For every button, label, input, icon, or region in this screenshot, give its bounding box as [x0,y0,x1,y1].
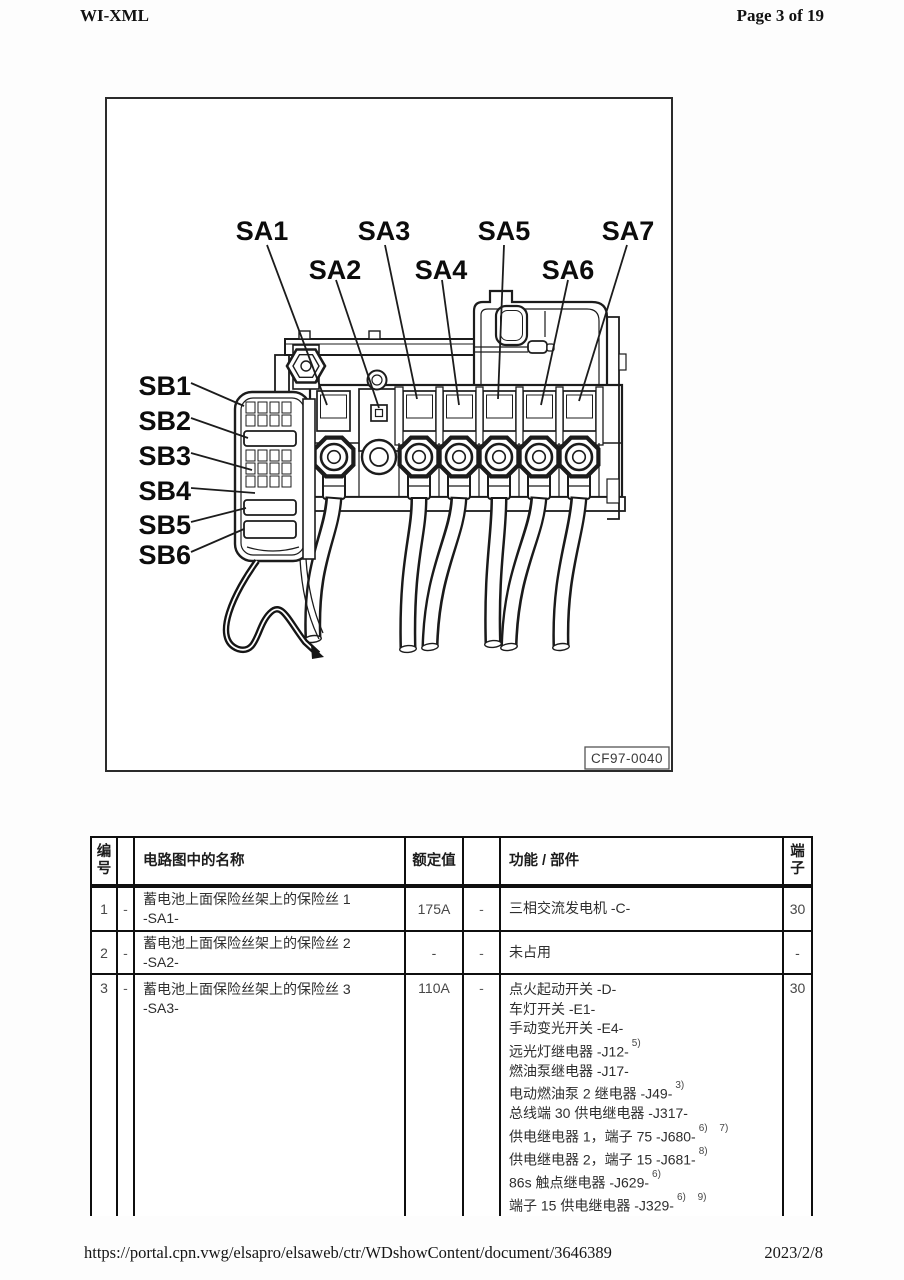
col-header-blank2 [462,836,501,888]
label-sa3: SA3 [358,216,411,246]
table-row-fuse-sa1: 1 - 蓄电池上面保险丝架上的保险丝 1 -SA1- 175A - 三相交流发电… [90,885,813,932]
function-line: 未占用 [509,943,551,960]
fuse-rating: - [404,930,464,975]
fuse-functions: 点火起动开关 -D- 车灯开关 -E1- 手动变光开关 -E4-远光灯继电器 -J1… [499,972,784,1217]
fuse-name: 蓄电池上面保险丝架上的保险丝 1 -SA1- [133,885,406,932]
function-line: 供电继电器 2，端子 15 -J681-8) [509,1145,708,1168]
row-number: 3 [90,972,118,1217]
label-sb3: SB3 [138,441,191,471]
label-sa6: SA6 [542,255,595,285]
footer-url: https://portal.cpn.vwg/elsapro/elsaweb/c… [84,1243,612,1262]
document-header: WI-XML Page 3 of 19 [80,6,824,26]
fuse-terminal: - [782,930,813,975]
fuse-terminal: 30 [782,885,813,932]
fuse-functions: 未占用 [499,930,784,975]
figure-code: CF97-0040 [591,751,663,766]
label-sb2: SB2 [138,406,191,436]
function-line: 端子 15 供电继电器 -J329-6) 9) [509,1192,707,1214]
component-labels: SA1 SA3 SA5 SA7 SA2 SA4 SA6 SB1 SB2 SB3 … [138,216,654,570]
function-line: 手动变光开关 -E4- [509,1020,624,1036]
sb-fuse-block [233,390,312,563]
row-number: 2 [90,930,118,975]
table-header-row: 编号 电路图中的名称 额定值 功能 / 部件 端子 [90,836,813,888]
label-sb6: SB6 [138,540,191,570]
page-indicator: Page 3 of 19 [736,6,824,25]
function-line: 86s 触点继电器 -J629-6) [509,1169,661,1191]
col-header-terminal: 端子 [782,836,813,888]
label-sb1: SB1 [138,371,191,401]
function-line: 三相交流发电机 -C- [509,900,631,917]
fuse-box-drawing: SA1 SA3 SA5 SA7 SA2 SA4 SA6 SB1 SB2 SB3 … [138,216,670,770]
label-sa7: SA7 [602,216,655,246]
label-sa1: SA1 [236,216,289,246]
fuse-rating: 110A [404,972,464,1217]
col-header-number: 编号 [90,836,118,888]
fuse-rating: 175A [404,885,464,932]
fuse-name: 蓄电池上面保险丝架上的保险丝 3 -SA3- [133,972,406,1217]
document-title: WI-XML [80,6,149,25]
fuse-table: 编号 电路图中的名称 额定值 功能 / 部件 端子 1 - 蓄电池上面保险丝架上… [90,836,813,1217]
table-row-fuse-sa3: 3 - 蓄电池上面保险丝架上的保险丝 3 -SA3- 110A - 点火起动开关… [90,972,813,1217]
function-line: 电动燃油泵 2 继电器 -J49-3) [509,1080,685,1102]
footer-date: 2023/2/8 [764,1243,823,1262]
col-header-rating: 额定值 [404,836,464,888]
function-line: 总线端 30 供电继电器 -J317- [509,1105,688,1122]
function-line: 远光灯继电器 -J12-5) [509,1037,641,1060]
label-sb4: SB4 [138,476,191,506]
function-line: 供电继电器 1，端子 75 -J680-6) 7) [509,1122,729,1145]
leader-lines [190,244,628,553]
row-number: 1 [90,885,118,932]
label-sa4: SA4 [415,255,468,285]
function-line: 燃油泵继电器 -J17- [509,1062,629,1079]
figure-code-box: CF97-0040 [584,746,670,770]
function-line: 车灯开关 -E1- [509,1000,596,1017]
col-header-blank1 [116,836,135,888]
label-sa2: SA2 [309,255,362,285]
document-footer: https://portal.cpn.vwg/elsapro/elsaweb/c… [84,1243,823,1263]
fuse-name: 蓄电池上面保险丝架上的保险丝 2 -SA2- [133,930,406,975]
col-header-name: 电路图中的名称 [133,836,406,888]
table-row-fuse-sa2: 2 - 蓄电池上面保险丝架上的保险丝 2 -SA2- - - 未占用 - [90,930,813,975]
fuse-box-body [190,244,628,659]
fuse-box-figure: SA1 SA3 SA5 SA7 SA2 SA4 SA6 SB1 SB2 SB3 … [105,97,673,772]
fuse-functions: 三相交流发电机 -C- [499,885,784,932]
label-sb5: SB5 [138,510,191,540]
col-header-function: 功能 / 部件 [499,836,784,888]
function-line: 点火起动开关 -D- [509,981,617,997]
fuse-terminal: 30 [782,972,813,1217]
label-sa5: SA5 [478,216,531,246]
